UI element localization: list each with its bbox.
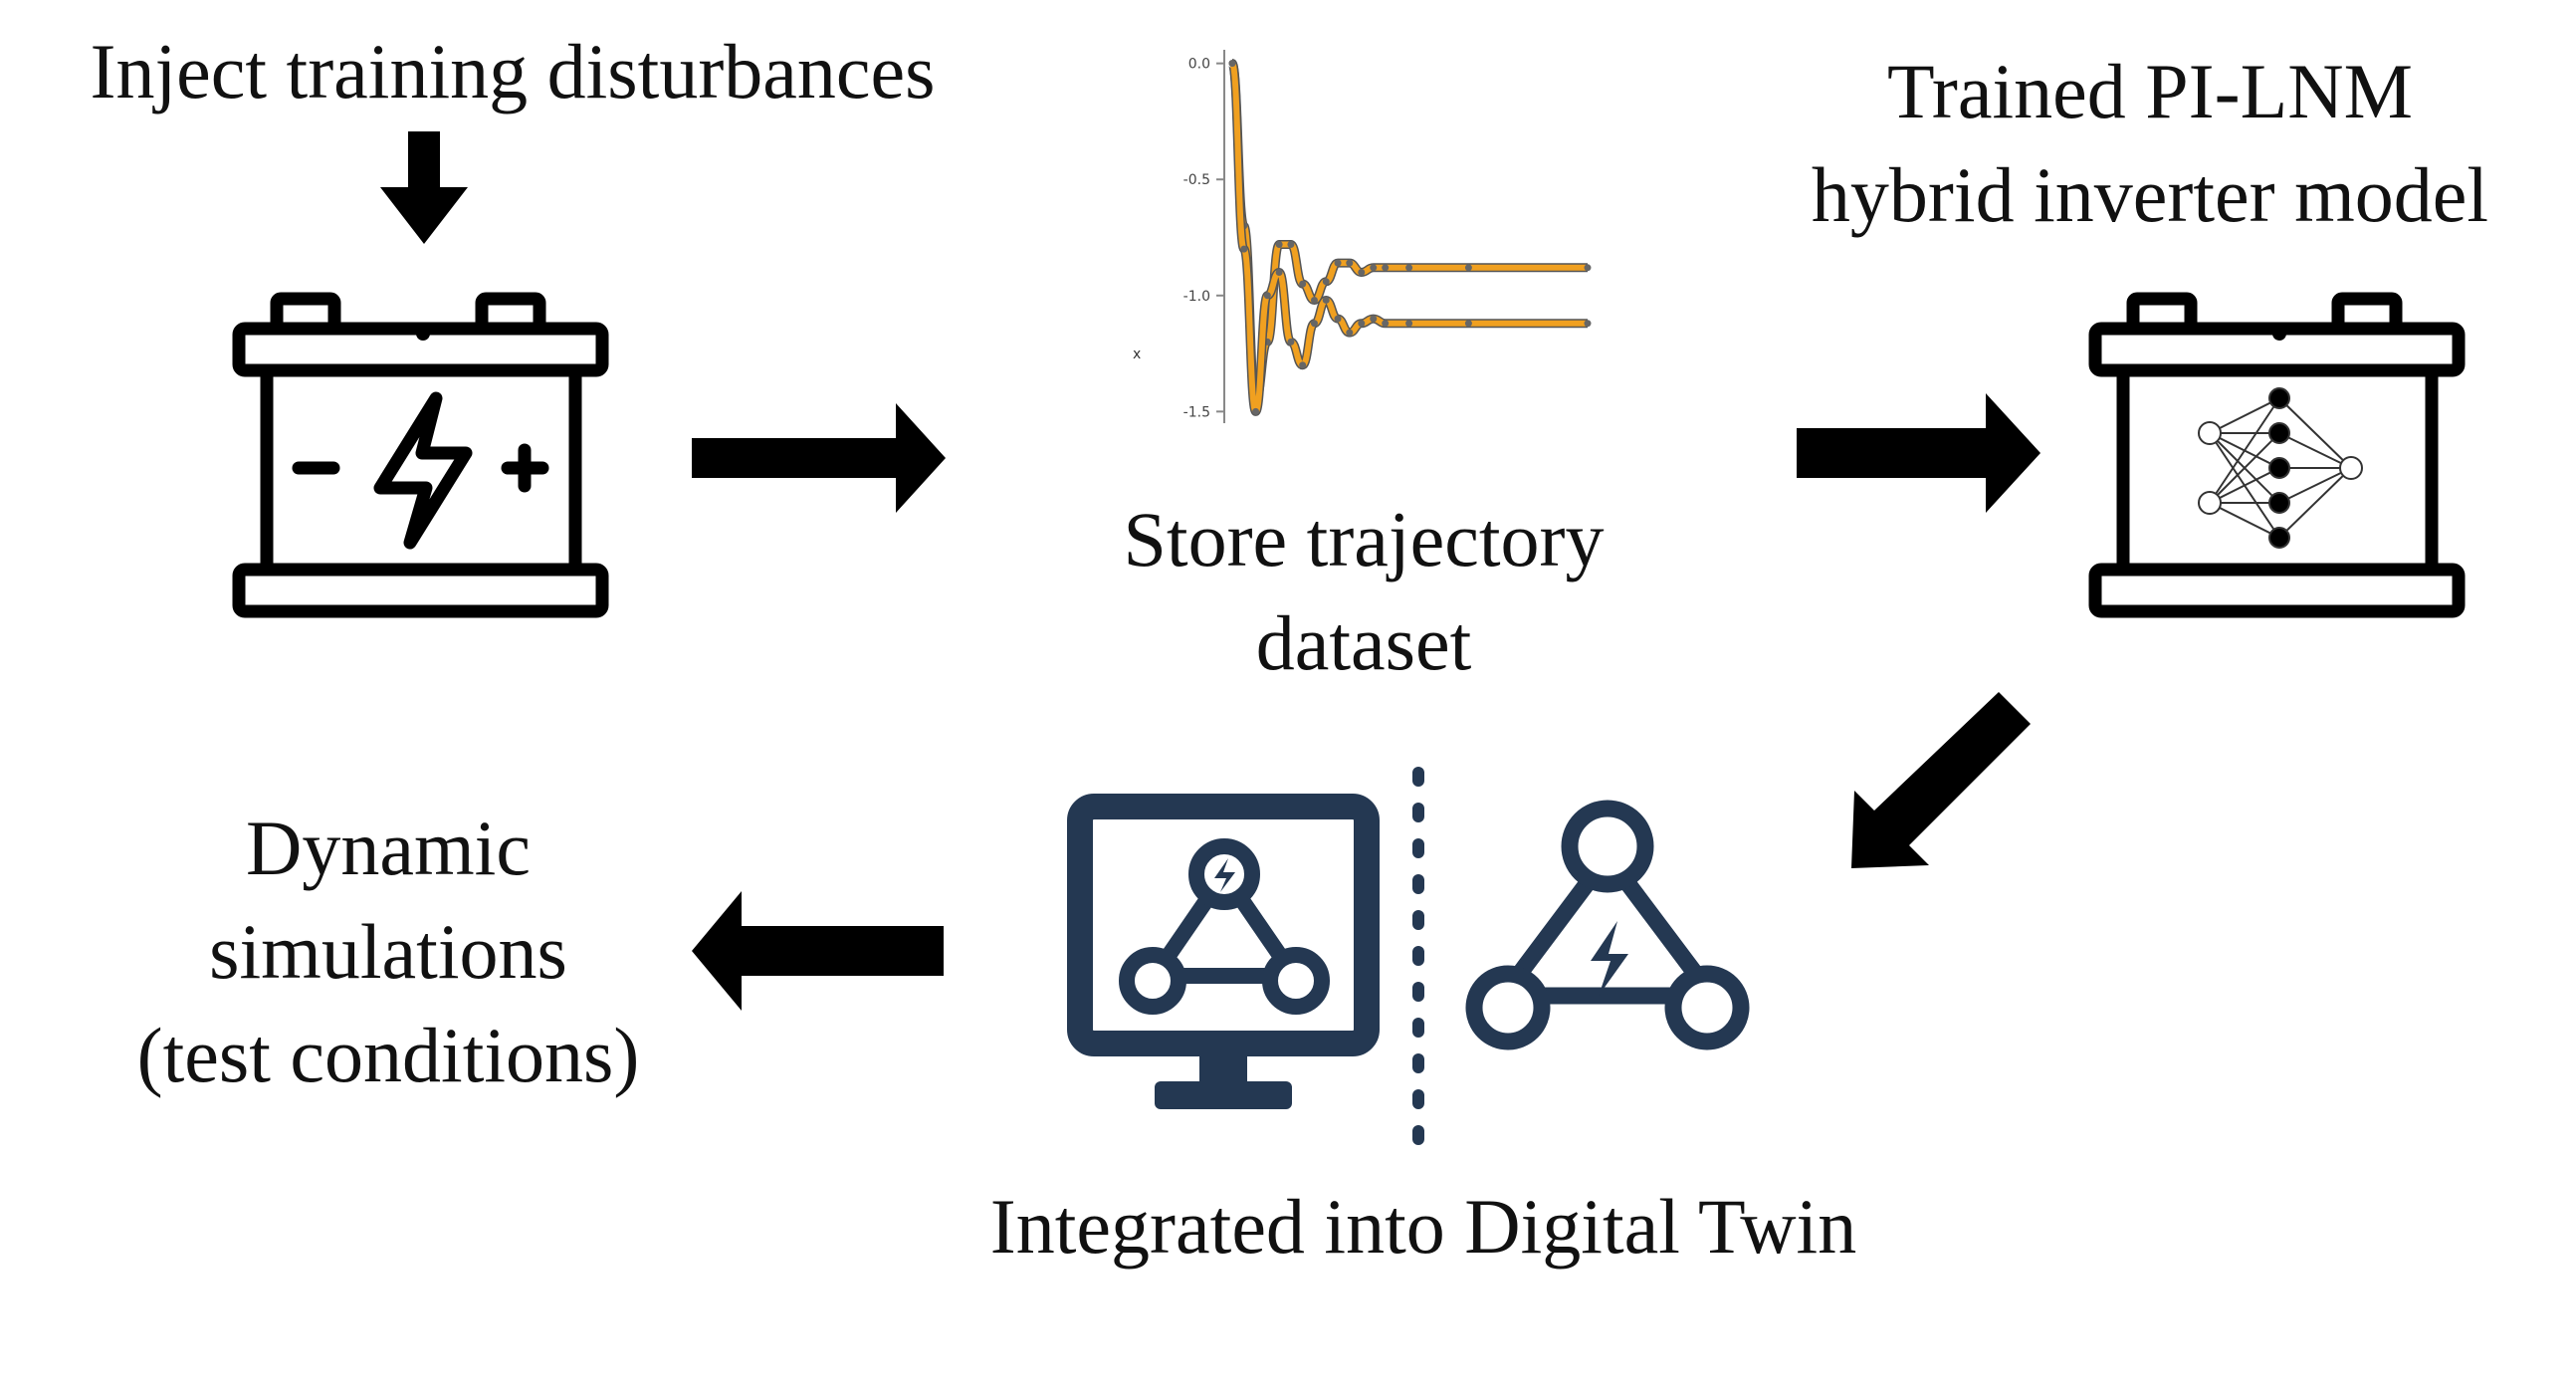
y-tick-label: -0.5 xyxy=(1183,172,1210,188)
twin-label-text: Integrated into Digital Twin xyxy=(989,1183,1857,1270)
divider-dot xyxy=(1412,1018,1424,1038)
twin-label: Integrated into Digital Twin xyxy=(836,1175,2011,1278)
divider-dot xyxy=(1412,946,1424,966)
series-point xyxy=(1299,280,1307,288)
series-point xyxy=(1228,60,1236,68)
store-label-line-1: Store trajectory xyxy=(1123,496,1605,582)
nn-edge xyxy=(2209,467,2280,504)
battery-dot-2 xyxy=(2272,327,2286,341)
series-point xyxy=(1358,320,1366,328)
series-point xyxy=(1275,268,1283,276)
neural-battery-icon xyxy=(2088,292,2466,618)
chart-series xyxy=(1227,59,1592,416)
inject-label: Inject training disturbances xyxy=(10,20,1015,123)
divider-dot xyxy=(1412,767,1424,787)
series-point xyxy=(1382,264,1390,272)
right-arrow-icon xyxy=(692,403,946,513)
series-line-outline xyxy=(1227,59,1588,416)
divider-dot xyxy=(1412,1053,1424,1073)
series-point xyxy=(1310,320,1318,328)
dynamic-label-line-1: Dynamic xyxy=(246,805,531,891)
battery-icon xyxy=(232,292,609,618)
series-point xyxy=(1263,292,1271,300)
series-line xyxy=(1229,60,1588,403)
dynamic-label-line-2: simulations xyxy=(209,908,567,995)
nn-edge xyxy=(2278,467,2352,504)
series-point xyxy=(1334,259,1342,267)
divider-dot xyxy=(1412,838,1424,858)
trained-label-line-2: hybrid inverter model xyxy=(1811,151,2489,238)
series-point xyxy=(1584,264,1592,272)
divider-dot xyxy=(1412,982,1424,1002)
series-point xyxy=(1240,245,1248,253)
diagonal-arrow-icon xyxy=(1851,692,2031,868)
series-line xyxy=(1229,60,1588,415)
battery-dot xyxy=(416,327,430,341)
left-arrow-icon xyxy=(692,891,944,1011)
series-point xyxy=(1334,315,1342,323)
series-point xyxy=(1405,264,1413,272)
series-point xyxy=(1464,320,1472,328)
neural-network-icon xyxy=(2198,387,2363,549)
y-tick-label: -1.5 xyxy=(1183,404,1210,420)
series-point xyxy=(1322,278,1330,286)
nn-edge xyxy=(2209,397,2280,434)
chart-y-label: x xyxy=(1133,347,1141,362)
dynamic-label: Dynamic simulations (test conditions) xyxy=(40,797,737,1107)
series-point xyxy=(1346,329,1354,337)
trajectory-chart: 0.0 -0.5 -1.0 -1.5 x xyxy=(1133,50,1592,423)
divider-dot xyxy=(1412,910,1424,930)
nn-edge xyxy=(2209,397,2280,504)
nn-edge xyxy=(2278,467,2352,539)
series-point xyxy=(1382,320,1390,328)
dynamic-label-line-3: (test conditions) xyxy=(136,1012,640,1098)
nn-edge xyxy=(2278,397,2352,469)
monitor-network-icon xyxy=(1067,794,1380,1109)
right-arrow-icon-2 xyxy=(1797,393,2040,513)
series-point xyxy=(1370,264,1378,272)
y-tick-label: -1.0 xyxy=(1183,289,1210,305)
series-point xyxy=(1370,315,1378,323)
series-point xyxy=(1464,264,1472,272)
power-network-icon xyxy=(1465,800,1750,1050)
divider-dot xyxy=(1412,1089,1424,1109)
nn-edge xyxy=(2209,502,2280,539)
store-label-line-2: dataset xyxy=(1255,599,1472,686)
series-point xyxy=(1299,361,1307,369)
series-point xyxy=(1358,268,1366,276)
trained-label-line-1: Trained PI-LNM xyxy=(1887,48,2413,134)
nn-edge xyxy=(2209,432,2280,504)
series-point xyxy=(1287,240,1295,248)
series-point xyxy=(1322,296,1330,304)
series-point xyxy=(1252,407,1260,415)
divider-dots xyxy=(1412,767,1424,1145)
divider-dot xyxy=(1412,1125,1424,1145)
divider-dot xyxy=(1412,874,1424,894)
divider-dot xyxy=(1412,803,1424,822)
chart-y-ticks: 0.0 -0.5 -1.0 -1.5 xyxy=(1183,57,1224,420)
series-point xyxy=(1405,320,1413,328)
trained-label: Trained PI-LNM hybrid inverter model xyxy=(1732,40,2568,247)
series-point xyxy=(1584,320,1592,328)
store-label: Store trajectory dataset xyxy=(995,488,1732,695)
y-tick-label: 0.0 xyxy=(1188,57,1210,73)
series-point xyxy=(1275,240,1283,248)
nn-edge xyxy=(2278,432,2352,469)
series-point xyxy=(1287,338,1295,346)
series-point xyxy=(1310,296,1318,304)
inject-label-text: Inject training disturbances xyxy=(90,28,936,115)
down-arrow-icon xyxy=(380,131,468,244)
series-point xyxy=(1346,259,1354,267)
series-line-outline xyxy=(1227,59,1588,405)
